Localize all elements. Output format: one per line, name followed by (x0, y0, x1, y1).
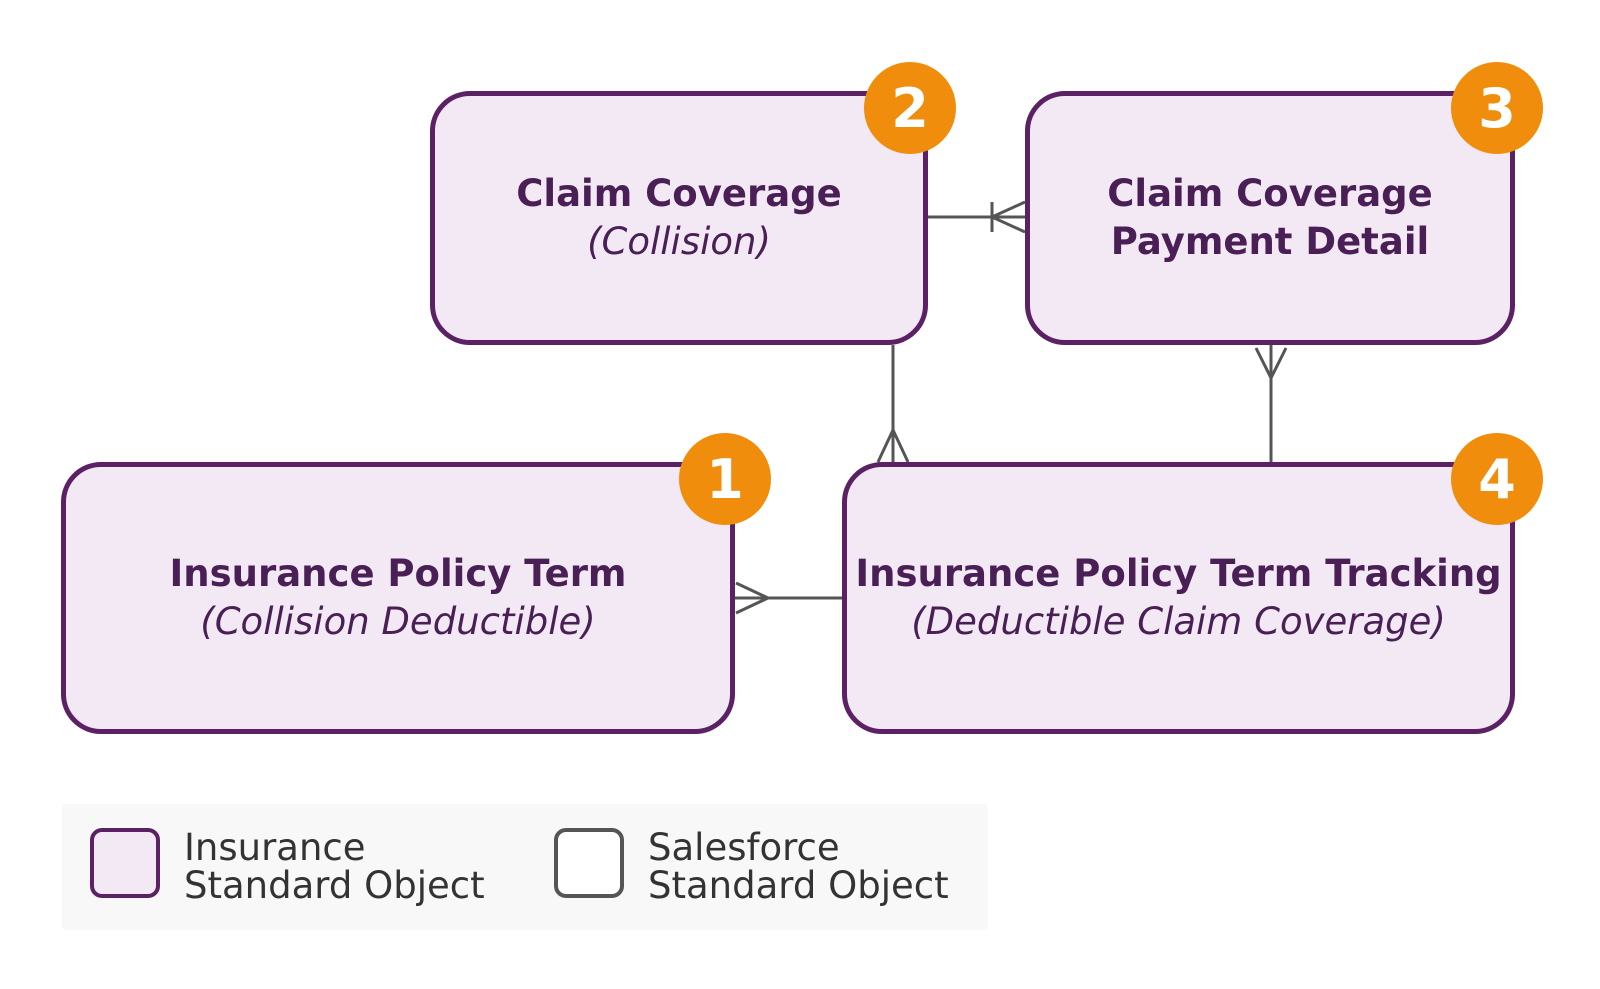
connector-policy-term-to-tracking (735, 581, 842, 615)
object-title: Claim Coverage (516, 172, 842, 215)
connector-coverage-to-payment-detail (928, 200, 1026, 234)
object-title: Insurance Policy Term Tracking (855, 552, 1502, 595)
number-badge: 2 (864, 62, 956, 154)
object-subtitle: (Collision Deductible) (200, 600, 596, 643)
number-badge: 3 (1451, 62, 1543, 154)
number-badge: 4 (1451, 433, 1543, 525)
object-insurance-policy-term: Insurance Policy Term (Collision Deducti… (61, 462, 735, 734)
connector-payment-detail-to-tracking (1254, 345, 1288, 462)
object-claim-coverage-payment-detail: Claim Coverage Payment Detail (1025, 91, 1515, 345)
salesforce-object-swatch (554, 828, 624, 898)
salesforce-object-label: Salesforce Standard Object (648, 826, 949, 907)
object-insurance-policy-term-tracking: Insurance Policy Term Tracking (Deductib… (842, 462, 1515, 734)
object-title: Claim Coverage Payment Detail (1107, 172, 1433, 263)
insurance-object-swatch (90, 828, 160, 898)
insurance-object-label: Insurance Standard Object (184, 826, 485, 907)
number-badge: 1 (679, 433, 771, 525)
object-subtitle: (Collision) (587, 220, 771, 263)
object-title: Insurance Policy Term (169, 552, 627, 595)
legend: Insurance Standard Object Salesforce Sta… (62, 804, 988, 930)
object-subtitle: (Deductible Claim Coverage) (911, 600, 1446, 643)
connector-coverage-to-tracking (876, 345, 910, 463)
object-claim-coverage: Claim Coverage (Collision) (430, 91, 928, 345)
